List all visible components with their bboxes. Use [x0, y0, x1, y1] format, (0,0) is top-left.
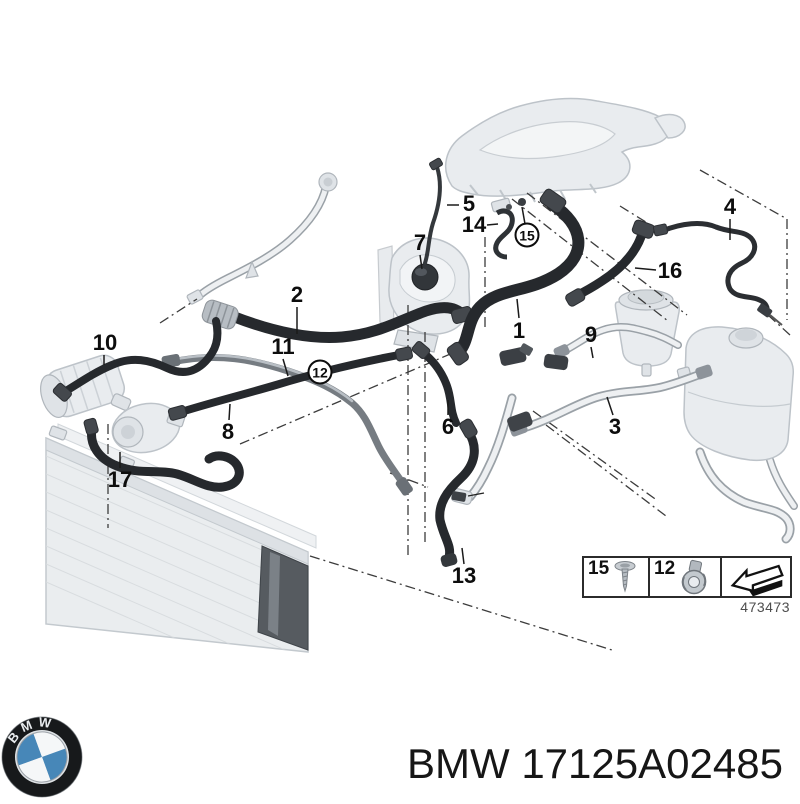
hose-9	[553, 322, 682, 359]
legend-label-12: 12	[654, 558, 676, 579]
legend-cell-screw: 15	[584, 558, 650, 596]
screw-icon	[614, 561, 636, 593]
leader-line-8	[228, 403, 231, 421]
leader-line-1	[516, 298, 520, 319]
callout-14: 14	[461, 212, 487, 237]
callout-leader-lines	[103, 204, 731, 565]
callout-3: 3	[608, 414, 622, 439]
hose-diagram-artwork	[40, 97, 798, 653]
hose-13	[435, 418, 485, 567]
callout-5: 5	[462, 191, 476, 216]
bmw-logo-quadrant	[17, 733, 42, 766]
thermostat-housing	[377, 237, 471, 353]
brand-text: BMW	[407, 740, 510, 787]
radiator	[45, 423, 317, 653]
electric-water-pump	[111, 402, 186, 454]
legend-label-15: 15	[588, 558, 610, 579]
drawing-number: 473473	[740, 599, 790, 615]
part-number-title: BMW 17125A02485	[407, 740, 783, 788]
callout-15: 15	[514, 222, 540, 248]
callout-10: 10	[92, 330, 118, 355]
callout-6: 6	[441, 414, 455, 439]
hose-4	[652, 221, 783, 326]
hose-8	[167, 346, 414, 421]
callout-13: 13	[451, 563, 477, 588]
vent-hose	[186, 172, 338, 305]
callout-4: 4	[723, 194, 737, 219]
t-connectors	[499, 343, 569, 432]
callout-11: 11	[271, 334, 295, 359]
hose-17	[83, 417, 244, 492]
hose-2	[201, 299, 474, 344]
callout-16: 16	[657, 258, 683, 283]
hose-6	[411, 340, 460, 427]
leader-line-15	[521, 206, 526, 225]
leader-line-9	[590, 346, 594, 359]
expansion-tank	[676, 326, 798, 544]
part-number-text: 17125A02485	[521, 740, 783, 787]
legend-cell-clamp: 12	[650, 558, 722, 596]
leader-line-14	[486, 223, 499, 226]
legend-cell-arrow	[722, 558, 788, 596]
callout-8: 8	[221, 419, 235, 444]
bmw-logo: BMW	[0, 708, 84, 799]
leader-line-11	[282, 358, 289, 377]
hose-1	[446, 188, 585, 366]
engine-intake-manifold	[444, 97, 686, 203]
callout-17: 17	[107, 467, 133, 492]
callout-1: 1	[512, 318, 526, 343]
leader-line-3	[606, 396, 614, 416]
callout-7: 7	[413, 230, 427, 255]
hose-16	[565, 219, 656, 307]
callout-9: 9	[584, 322, 598, 347]
hose-5	[423, 157, 443, 265]
leader-line-13	[461, 547, 465, 565]
hose-white-down	[450, 393, 517, 505]
leader-line-16	[634, 267, 657, 271]
bracket-14	[490, 197, 526, 260]
hose-clamp-icon	[681, 559, 707, 595]
direction-arrow-icon	[730, 564, 784, 596]
leader-line-7	[419, 254, 423, 270]
fastener-legend: 15 12	[582, 556, 792, 598]
callout-2: 2	[290, 282, 304, 307]
hose-10	[52, 317, 222, 402]
callout-12: 12	[307, 359, 333, 385]
